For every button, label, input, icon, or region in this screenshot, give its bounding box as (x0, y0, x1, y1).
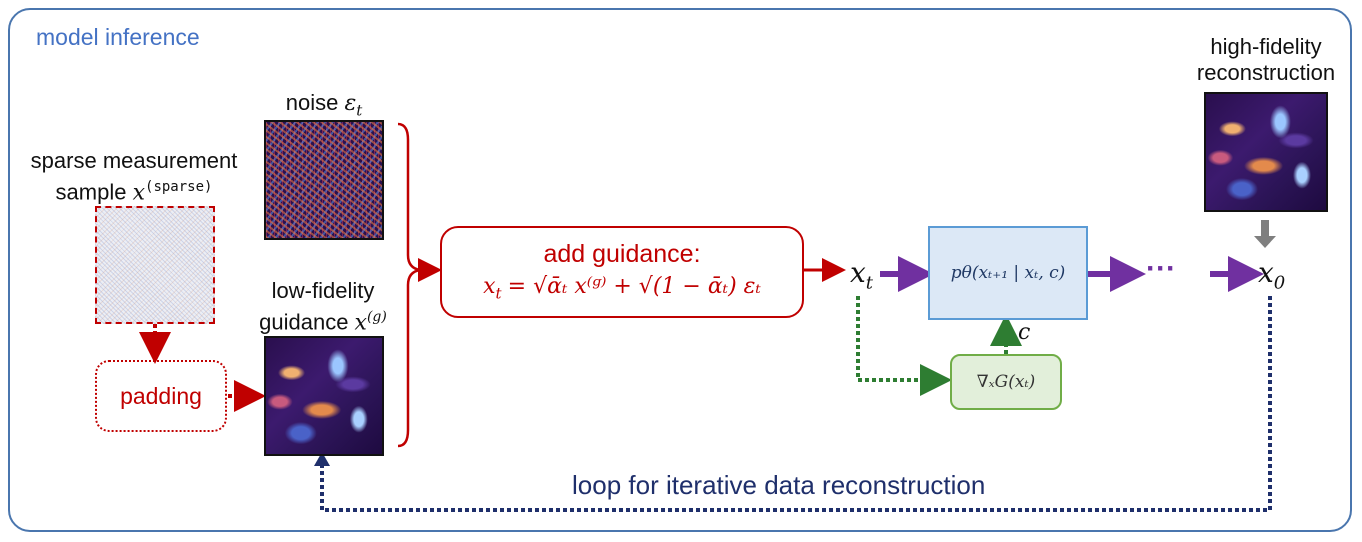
sparse-measurement-image (95, 206, 215, 324)
xt-node: xt (850, 256, 874, 294)
loop-arrow (320, 296, 1272, 512)
panel-frame (8, 8, 1352, 532)
noise-label: noise εt (285, 90, 363, 120)
sparse-label: sparse measurement sample x(sparse) (6, 148, 262, 206)
noise-image (264, 120, 384, 240)
x0-node: x0 (1258, 256, 1286, 294)
add-guidance-title: add guidance: (543, 240, 701, 268)
lowfi-label: low-fidelity guidance x(g) (259, 278, 387, 336)
high-fidelity-reconstruction-image (1204, 92, 1328, 212)
sparse-label-line2: sample x(sparse) (55, 179, 213, 206)
panel-title: model inference (36, 24, 200, 50)
x0-to-output-arrowhead (1254, 236, 1276, 248)
add-guidance-equation: xt = √ᾱₜ x⁽ᵍ⁾ + √(1 − ᾱₜ) εₜ (483, 274, 761, 303)
model-expression: pθ(xₜ₊₁ | xₜ, c) (950, 263, 1066, 283)
chain-ellipsis: ··· (1146, 252, 1176, 285)
padding-box: padding (95, 360, 227, 432)
loop-arrowhead (314, 452, 330, 466)
condition-label: c (1018, 320, 1031, 345)
lowfi-guidance-image (264, 336, 384, 456)
denoising-model-box: pθ(xₜ₊₁ | xₜ, c) (928, 226, 1088, 320)
loop-label: loop for iterative data reconstruction (572, 470, 986, 500)
padding-label: padding (120, 382, 202, 409)
sparse-label-line1: sparse measurement (30, 148, 238, 173)
output-label: high-fidelity reconstruction (1196, 34, 1336, 85)
gradient-box: ∇ₓG(xₜ) (950, 354, 1062, 410)
gradient-expression: ∇ₓG(xₜ) (976, 372, 1036, 392)
xt-to-gradient-arrow (856, 296, 952, 396)
add-guidance-box: add guidance: xt = √ᾱₜ x⁽ᵍ⁾ + √(1 − ᾱₜ) … (440, 226, 804, 318)
